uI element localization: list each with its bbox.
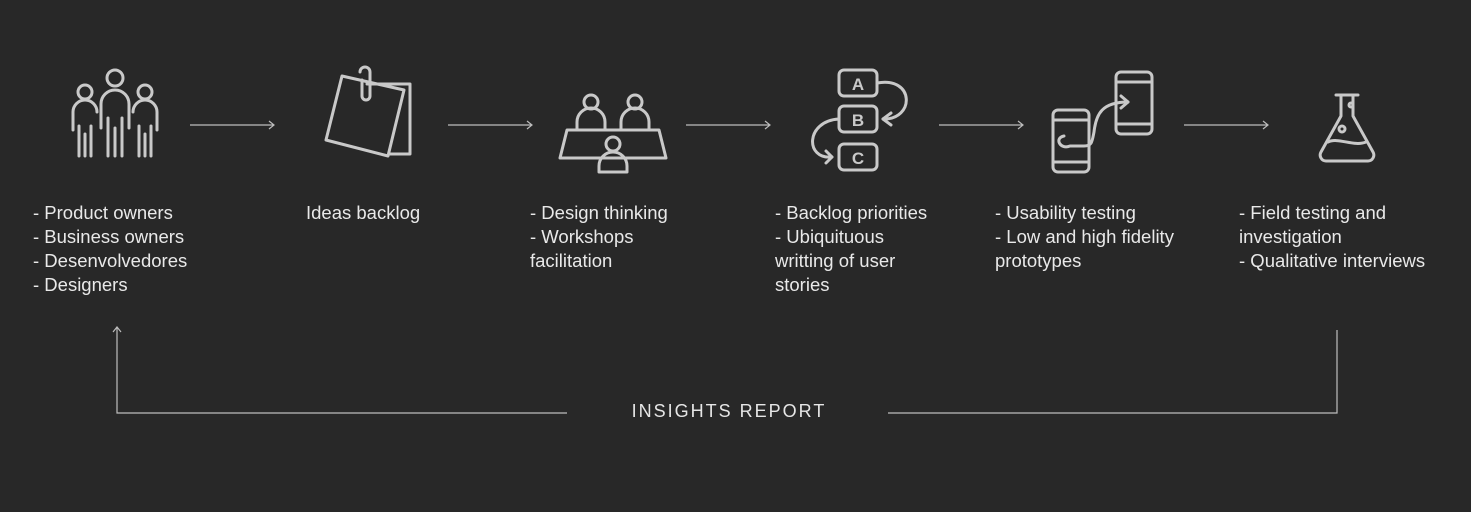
flow-arrow-2 [448, 118, 536, 136]
caption-line: - Desenvolvedores [33, 250, 188, 271]
caption-line: - Product owners [33, 202, 173, 223]
caption-line: writting of user [775, 250, 896, 271]
letter-b: B [852, 111, 864, 130]
caption-line: - Usability testing [995, 202, 1136, 223]
caption-line: - Business owners [33, 226, 185, 247]
flow-arrow-5 [1184, 118, 1272, 136]
abc-priorities-icon: A B C [805, 68, 913, 174]
caption-line: - Ubiquituous [775, 226, 885, 247]
insights-report-label: INSIGHTS REPORT [631, 401, 827, 421]
caption-line: stories [775, 274, 830, 295]
flow-arrow-4 [939, 118, 1027, 136]
letter-c: C [852, 149, 864, 168]
step-caption-design-thinking: - Design thinking - Workshops facilitati… [530, 201, 668, 273]
caption-line: - Design thinking [530, 202, 668, 223]
caption-line: - Qualitative interviews [1239, 250, 1426, 271]
caption-line: - Field testing and [1239, 202, 1387, 223]
mobile-prototype-icon [1050, 70, 1158, 176]
lab-flask-icon [1316, 92, 1378, 164]
step-caption-field-testing: - Field testing and investigation - Qual… [1239, 201, 1425, 273]
caption-line: prototypes [995, 250, 1082, 271]
letter-a: A [852, 75, 864, 94]
flow-arrow-3 [686, 118, 774, 136]
people-group-icon [70, 68, 160, 158]
caption-line: investigation [1239, 226, 1342, 247]
step-caption-priorities: - Backlog priorities - Ubiquituous writt… [775, 201, 927, 297]
caption-line: - Designers [33, 274, 128, 295]
caption-line: - Backlog priorities [775, 202, 928, 223]
step-caption-backlog: Ideas backlog [306, 201, 420, 225]
caption-line: - Workshops [530, 226, 634, 247]
step-caption-usability: - Usability testing - Low and high fidel… [995, 201, 1174, 273]
caption-line: - Low and high fidelity [995, 226, 1174, 247]
sticky-notes-icon [322, 65, 414, 160]
flow-arrow-1 [190, 118, 278, 136]
workshop-table-icon [558, 92, 668, 174]
step-caption-team: - Product owners - Business owners - Des… [33, 201, 187, 297]
caption-line: facilitation [530, 250, 613, 271]
caption-line: Ideas backlog [306, 202, 421, 223]
